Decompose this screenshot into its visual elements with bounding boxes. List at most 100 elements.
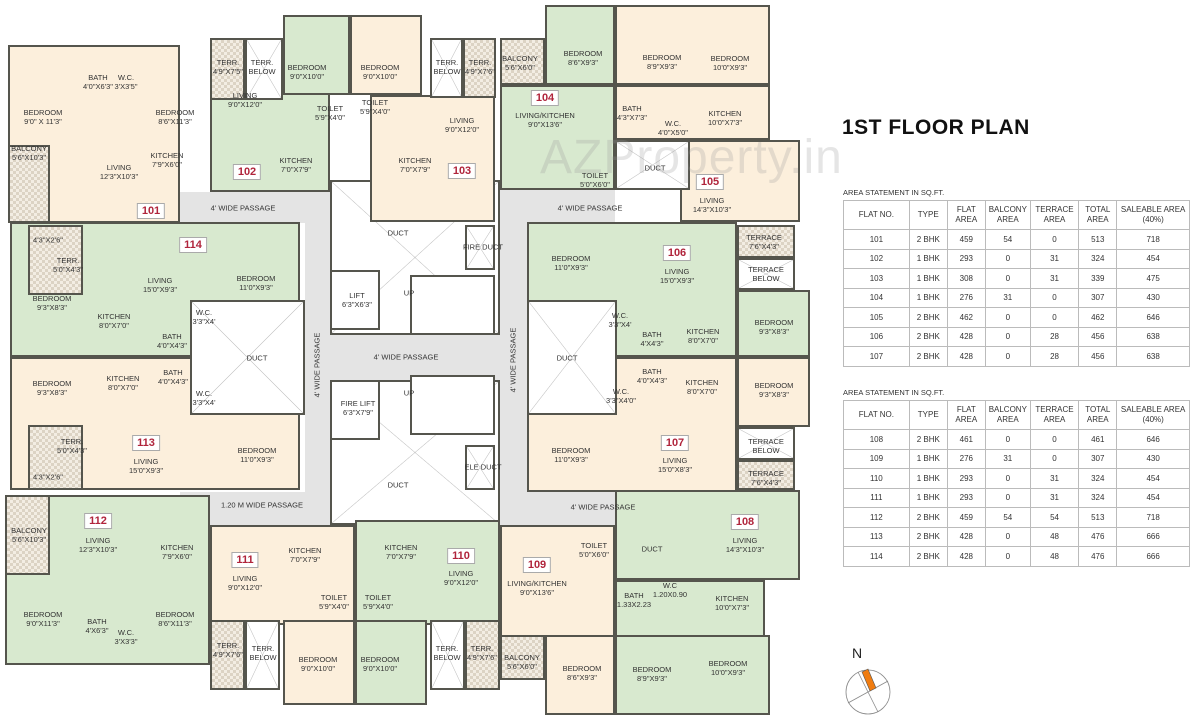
room-area <box>463 38 496 98</box>
table-cell: 2 BHK <box>908 429 948 450</box>
column-header: FLAT NO. <box>843 200 910 230</box>
table-cell: 0 <box>984 248 1031 269</box>
label-name: DUCT <box>644 163 666 173</box>
table-cell: 1 BHK <box>908 448 948 469</box>
room-name: LIVING <box>732 536 758 545</box>
room-label: W.C.3'3"X4' <box>192 389 215 407</box>
room-area <box>330 335 500 380</box>
room-dimensions: 9'0"X12'0" <box>443 578 479 587</box>
table-cell: 105 <box>843 307 910 328</box>
room-area <box>615 635 770 715</box>
table-cell: 476 <box>1078 526 1118 547</box>
table-cell: 646 <box>1116 429 1190 450</box>
room-dimensions: 14'3"X10'3" <box>725 545 765 554</box>
room-name: KITCHEN <box>288 546 322 555</box>
room-label: TERR.BELOW <box>249 644 276 662</box>
room-name: BEDROOM <box>710 54 750 63</box>
room-dimensions: 9'0"X12'0" <box>227 583 263 592</box>
room-name: TERR. <box>251 644 275 653</box>
room-name: TOILET <box>361 98 389 107</box>
room-dimensions: 9'0"X10'0" <box>289 72 325 81</box>
flat-number-badge: 113 <box>132 435 160 451</box>
room-dimensions: 7'9"X6'0" <box>152 160 182 169</box>
room-dimensions: 9'0"X10'0" <box>362 72 398 81</box>
table-cell: 718 <box>1116 507 1190 528</box>
core-label: DUCT <box>557 354 578 363</box>
room-dimensions: 1.33X2.23 <box>616 600 652 609</box>
room-area <box>465 620 500 690</box>
flat-number-badge: 110 <box>447 548 475 564</box>
room-area <box>500 38 545 85</box>
table-cell: 428 <box>946 546 986 567</box>
table-cell: 308 <box>946 268 986 289</box>
room-name: BEDROOM <box>754 381 794 390</box>
table-cell: 31 <box>1029 468 1080 489</box>
flat-number-badge: 101 <box>136 203 166 219</box>
table-cell: 28 <box>1029 326 1080 347</box>
room-label: TERR.4'9"X7'5" <box>213 58 243 76</box>
table-cell: 2 BHK <box>908 346 948 367</box>
room-name: BEDROOM <box>23 108 63 117</box>
room-dimensions: 11'0"X9'3" <box>240 455 274 464</box>
table-cell: 2 BHK <box>908 526 948 547</box>
room-name: TERRACE <box>748 265 784 274</box>
room-area <box>737 357 810 427</box>
room-name: LIVING <box>232 574 258 583</box>
table-caption: AREA STATEMENT IN SQ.FT. <box>843 188 945 197</box>
table-cell: 276 <box>946 448 986 469</box>
room-name: KITCHEN <box>384 543 418 552</box>
room-dimensions: 11'0"X9'3" <box>554 455 588 464</box>
room-name: BATH <box>622 104 642 113</box>
room-dimensions: 3'3"X4' <box>192 317 216 326</box>
room-dimensions: 12'3"X10'3" <box>99 172 139 181</box>
table-cell: 475 <box>1116 268 1190 289</box>
room-dimensions: 15'0"X9'3" <box>142 285 178 294</box>
room-dimensions: 5'0"X4'3" <box>57 446 87 455</box>
table-cell: 666 <box>1116 526 1190 547</box>
flat-number-badge: 111 <box>231 552 259 568</box>
column-header: SALEABLE AREA (40%) <box>1116 200 1190 230</box>
room-dimensions: 3'X3'5" <box>114 82 138 91</box>
room-dimensions: 5'9"X4'0" <box>319 602 349 611</box>
room-name: BATH <box>88 73 108 82</box>
room-name: BEDROOM <box>155 610 195 619</box>
label-name: UP <box>403 388 415 398</box>
room-name: BATH <box>163 368 183 377</box>
room-area <box>410 275 495 335</box>
room-name: W.C. <box>611 311 629 320</box>
room-name: TOILET <box>581 171 609 180</box>
table-cell: 646 <box>1116 307 1190 328</box>
room-name: LIVING <box>664 267 690 276</box>
room-name: TOILET <box>320 593 348 602</box>
room-name: BEDROOM <box>155 108 195 117</box>
room-dimensions: 7'0"X7'9" <box>281 165 311 174</box>
table-cell: 428 <box>946 526 986 547</box>
room-area <box>210 620 245 690</box>
flat-number-badge: 114 <box>179 237 207 253</box>
room-dimensions: 9'0"X13'6" <box>519 588 555 597</box>
room-area <box>245 38 283 100</box>
room-name: KITCHEN <box>715 594 749 603</box>
room-area <box>430 38 463 98</box>
room-dimensions: 9'3"X8'3" <box>759 327 789 336</box>
